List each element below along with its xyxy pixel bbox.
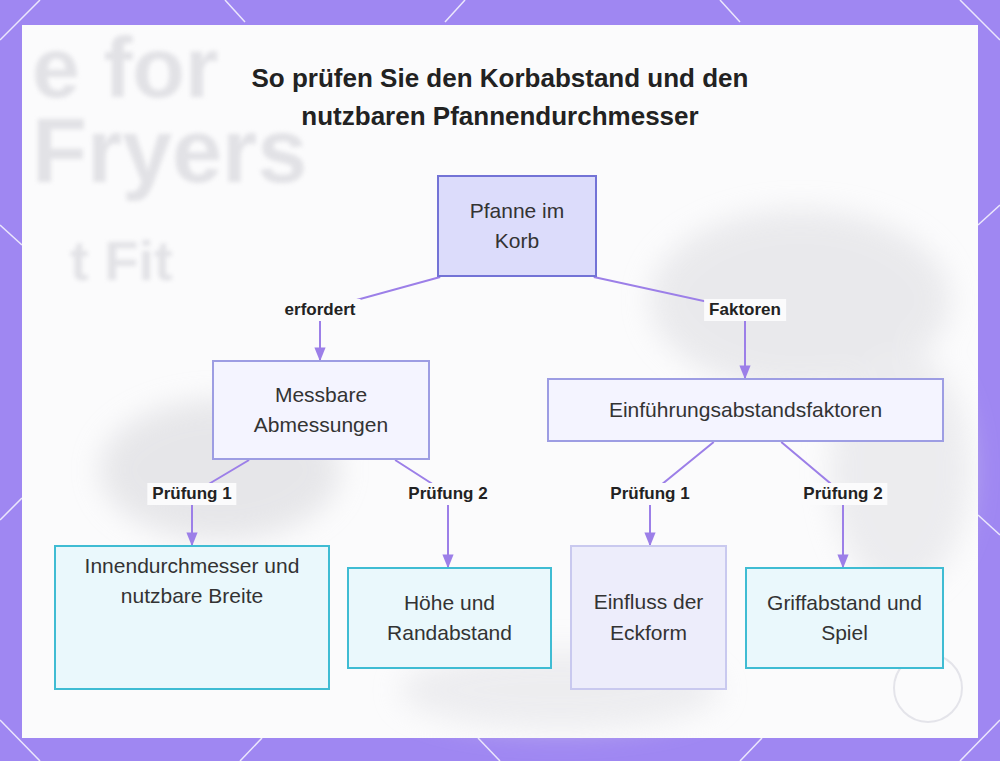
node-text: Pfanne im Korb: [449, 196, 585, 257]
edge-label: erfordert: [280, 299, 361, 321]
edge-label: Prüfung 1: [605, 483, 694, 505]
edge-label: Prüfung 1: [147, 483, 236, 505]
process-box: Messbare Abmessungen: [212, 360, 430, 460]
connector-arrow: [395, 460, 448, 567]
edge-label: Prüfung 2: [403, 483, 492, 505]
node-text: Messbare Abmessungen: [224, 380, 418, 441]
diagram-title: So prüfen Sie den Korbabstand und den nu…: [200, 60, 800, 135]
node-text: Einfluss der Eckform: [582, 587, 715, 648]
edge-label: Prüfung 2: [798, 483, 887, 505]
process-box: Einfluss der Eckform: [570, 545, 727, 690]
process-box: Griffabstand und Spiel: [745, 567, 944, 669]
node-text: Innendurchmesser und nutzbare Breite: [66, 551, 318, 612]
panel: [22, 25, 978, 738]
process-box: Einführungsabstandsfaktoren: [547, 378, 944, 442]
node-text: Höhe und Randabstand: [359, 588, 540, 649]
process-box: Höhe und Randabstand: [347, 567, 552, 669]
process-box: Pfanne im Korb: [437, 175, 597, 277]
process-box: Innendurchmesser und nutzbare Breite: [54, 545, 330, 690]
edge-label: Faktoren: [704, 299, 786, 321]
connector-arrow: [594, 277, 745, 378]
watermark-text: t Fit: [70, 228, 173, 293]
node-text: Griffabstand und Spiel: [757, 588, 932, 649]
watermark-text: Fryers: [32, 100, 307, 203]
node-text: Einführungsabstandsfaktoren: [609, 395, 882, 425]
